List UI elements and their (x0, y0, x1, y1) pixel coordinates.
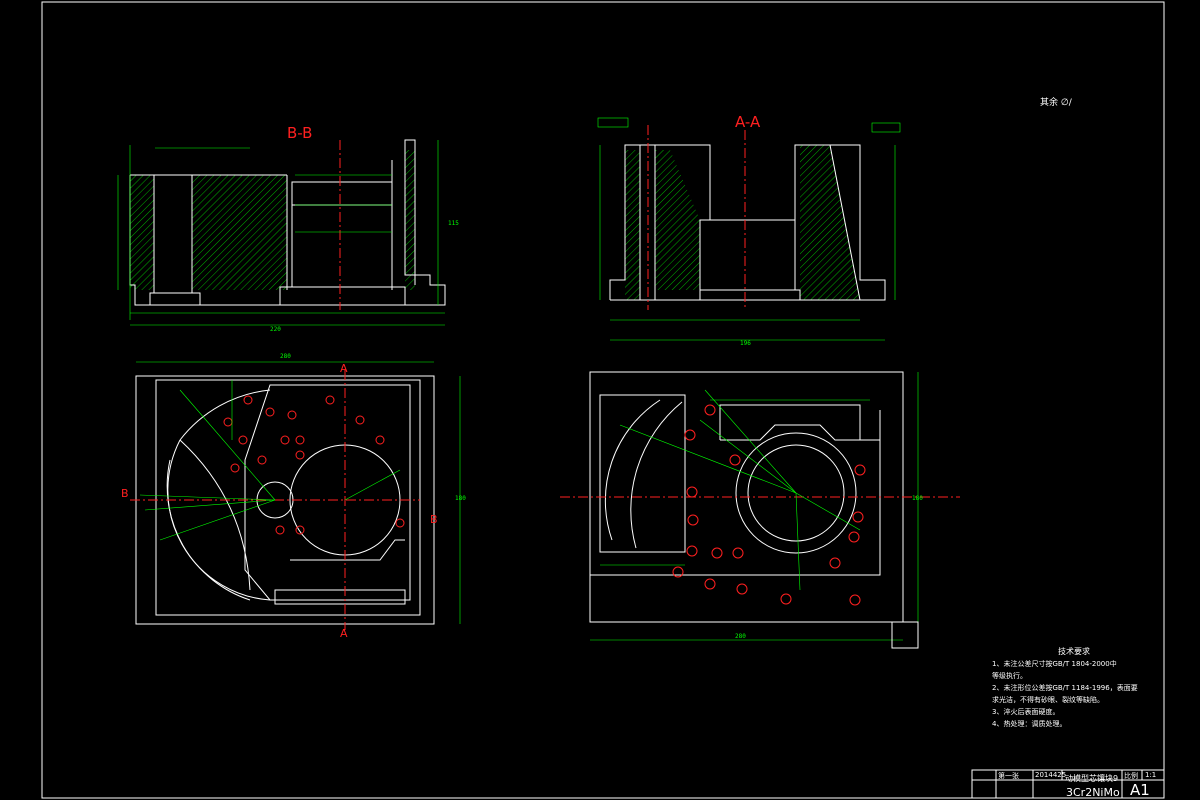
dim-bb-height: 115 (448, 220, 459, 227)
dim-aa-width: 196 (740, 340, 751, 347)
tech-req-item-2b: 求光洁，不得有砂眼、裂纹等缺陷。 (992, 696, 1104, 704)
sheet-border (41, 1, 1165, 799)
cut-label-b-right: B (430, 513, 438, 526)
tech-req-item-3: 3、淬火后表面硬度。 (992, 708, 1060, 716)
tb-drawing-no: 2014425 (1035, 771, 1067, 779)
dim-plan-left-width: 280 (280, 353, 291, 360)
plan-view-left: B B A A 280 180 (121, 353, 466, 640)
tech-req-item-4: 4、热处理：调质处理。 (992, 720, 1067, 728)
section-bb-view: 220 115 (117, 139, 459, 333)
dim-plan-right-width: 280 (735, 633, 746, 640)
cut-label-a-bottom: A (340, 627, 348, 640)
tb-designer: 第一张 (998, 772, 1019, 780)
section-aa-view: 196 (597, 117, 901, 347)
dim-plan-left-height: 180 (455, 495, 466, 502)
tb-material: 3Cr2NiMo (1066, 786, 1120, 799)
tb-scale-label: 比例 (1124, 772, 1138, 780)
cut-label-b-left: B (121, 487, 129, 500)
remaining-roughness-note: 其余 ∅/ (1040, 98, 1072, 108)
section-label-bb: B-B (287, 124, 313, 142)
section-label-aa: A-A (735, 113, 761, 131)
tb-sheet-size: A1 (1130, 781, 1150, 799)
tech-req-item-2: 2、未注形位公差按GB/T 1184-1996，表面要 (992, 684, 1138, 692)
tb-part-name: 动模型芯镶块9 (1065, 774, 1119, 783)
plan-view-right: 280 180 (560, 371, 960, 649)
tech-req-title: 技术要求 (1058, 647, 1090, 656)
tech-req-item-1: 1、未注公差尺寸按GB/T 1804-2000中 (992, 660, 1117, 668)
tech-req-item-1b: 等级执行。 (992, 672, 1027, 680)
tb-scale: 1:1 (1145, 771, 1157, 779)
dim-bb-width: 220 (270, 326, 281, 333)
cut-label-a-top: A (340, 362, 348, 375)
title-block-frame (971, 769, 1165, 799)
dim-plan-right-height: 180 (912, 495, 923, 502)
